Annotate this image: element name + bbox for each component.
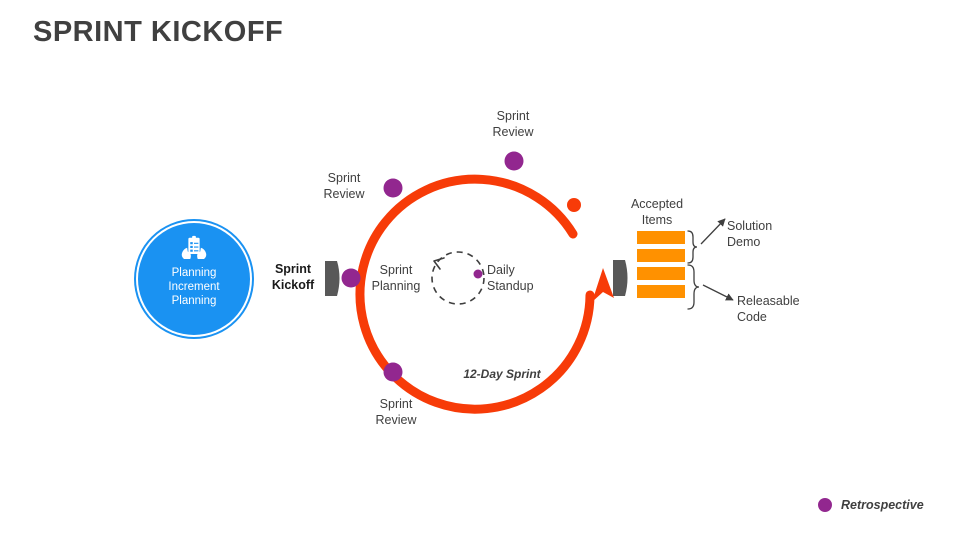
sprint-kickoff-gate-shape [325,261,340,296]
sprint-loop-start-cap [567,198,581,212]
legend: Retrospective [818,498,924,512]
planning-circle-label: Planning Increment Planning [168,267,220,307]
sprint-loop-arc [355,174,614,414]
daily-standup-arrowhead-icon [433,257,445,270]
accepted-item-2 [637,249,685,262]
retrospective-dot-kickoff [341,268,361,288]
accepted-items-label: Accepted Items [630,197,684,227]
accepted-item-4 [637,285,685,298]
sprint-review-top-label: Sprint Review [492,109,534,139]
accepted-items-stack [637,231,685,298]
page-title: SPRINT KICKOFF [33,16,284,48]
sprint-review-left-label: Sprint Review [323,171,365,201]
daily-standup-loop [431,251,485,305]
sprint-loop-arrowhead [592,268,614,302]
sprint-planning-label: Sprint Planning [371,263,421,293]
sprint-loop-path [355,174,595,414]
sprint-end-gate [613,260,628,296]
daily-standup-dot [473,269,483,279]
sprint-kickoff-label: Sprint Kickoff [271,262,315,292]
releasable-code-brace [687,264,700,310]
sprint-duration-label: 12-Day Sprint [463,367,541,381]
retrospective-dot-review-bottom [383,362,403,382]
daily-standup-dashed-circle [431,251,485,305]
retrospective-dot-review-left [383,178,403,198]
releasable-code-label: Releasable Code [737,294,800,324]
retrospective-dot-review-top [504,151,524,171]
solution-demo-arrow [700,218,726,245]
solution-demo-label: Solution Demo [727,219,773,249]
clipboard-checklist-hands-icon [181,235,207,259]
sprint-review-bottom-label: Sprint Review [375,397,417,427]
accepted-item-3 [637,267,685,280]
releasable-code-arrow [702,284,734,301]
sprint-end-gate-shape [613,260,628,296]
solution-demo-brace [687,230,698,264]
legend-retrospective-dot-icon [818,498,832,512]
accepted-item-1 [637,231,685,244]
planning-increment-planning-circle[interactable]: Planning Increment Planning [136,221,252,337]
daily-standup-label: Daily Standup [487,263,534,293]
legend-retrospective-label: Retrospective [841,498,924,512]
sprint-kickoff-gate [325,261,340,296]
